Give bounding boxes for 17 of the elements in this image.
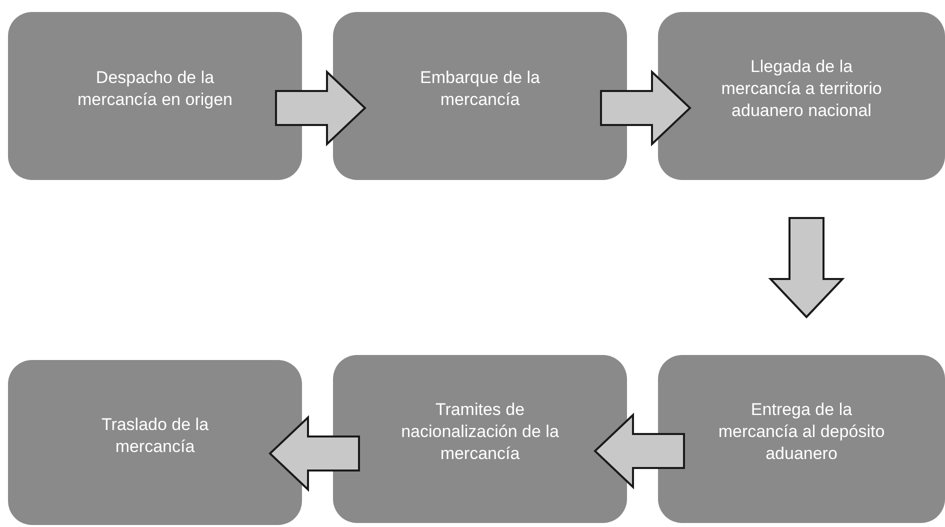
block-arrow <box>275 70 366 146</box>
process-box <box>333 355 627 523</box>
block-arrow <box>268 415 360 492</box>
step-text: Traslado de la mercancía <box>100 414 210 458</box>
process-box <box>658 12 945 180</box>
process-box <box>8 360 302 525</box>
block-arrow <box>768 217 845 318</box>
step-text: Entrega de la mercancía al depósito aduanero <box>717 399 886 465</box>
process-box <box>333 12 627 180</box>
block-arrow <box>600 70 692 146</box>
process-box <box>8 12 302 180</box>
step-text: Tramites de nacionalización de la mercancía <box>400 399 560 465</box>
block-arrow <box>594 412 685 490</box>
step-text: Llegada de la mercancía a territorio aduanero nacional <box>720 56 883 122</box>
step-text: Despacho de la mercancía en origen <box>76 67 234 111</box>
process-box <box>658 355 945 523</box>
step-text: Embarque de la mercancía <box>418 67 542 111</box>
